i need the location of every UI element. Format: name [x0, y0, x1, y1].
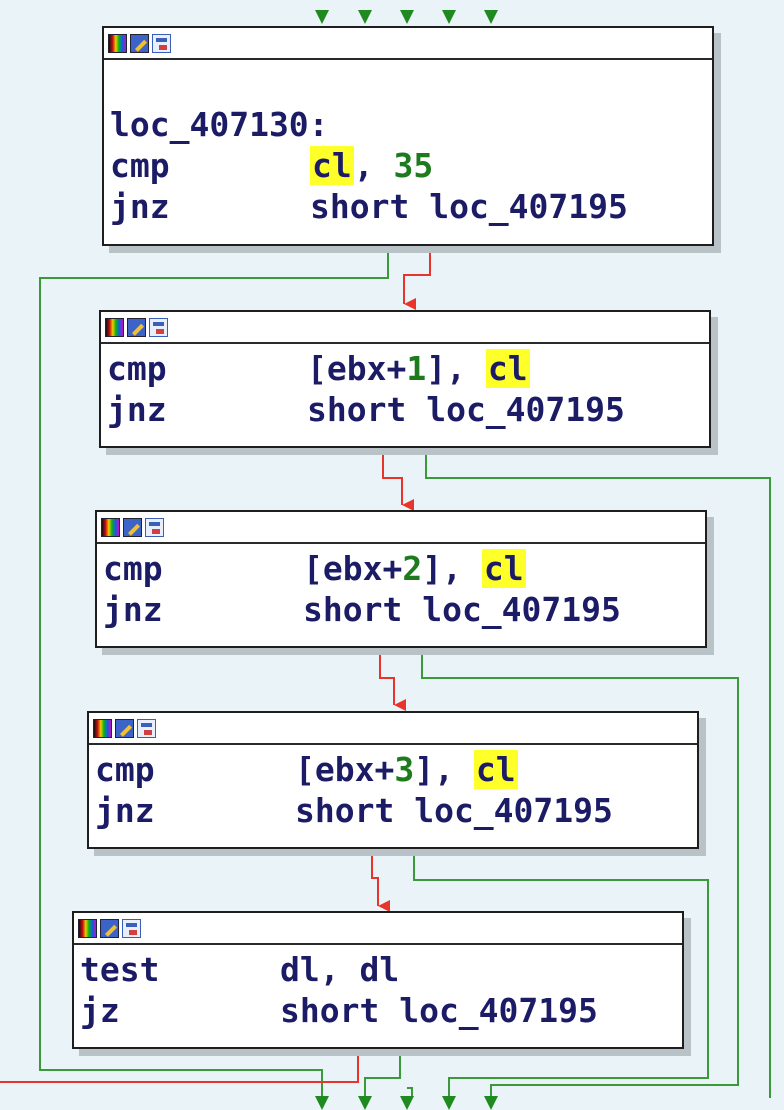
instruction-line[interactable]: jnz short loc_407195: [103, 589, 705, 630]
highlighted-register: cl: [481, 549, 526, 588]
mnemonic: jnz: [103, 590, 163, 629]
mnemonic: cmp: [95, 750, 155, 789]
operands: [ebx+3], cl: [295, 750, 518, 789]
node-toolbar: [89, 713, 697, 745]
color-palette-icon[interactable]: [108, 33, 127, 53]
edit-icon[interactable]: [100, 918, 119, 938]
node-toolbar: [104, 28, 712, 60]
color-palette-icon[interactable]: [93, 718, 112, 738]
immediate-value: 3: [394, 750, 415, 789]
operands[interactable]: short loc_407195: [295, 791, 613, 830]
edge-false-6: [407, 1087, 413, 1098]
edge-true-1: [403, 246, 431, 310]
edge-false-2: [425, 447, 771, 1098]
mnemonic: test: [80, 950, 160, 989]
edge-true-out: [0, 1048, 359, 1083]
mnemonic: cmp: [107, 349, 167, 388]
operands[interactable]: short loc_407195: [310, 187, 628, 226]
edit-icon[interactable]: [115, 718, 134, 738]
edge-true-3: [379, 648, 406, 711]
code-block-2[interactable]: cmp [ebx+1], cl jnz short loc_407195: [99, 310, 711, 448]
color-palette-icon[interactable]: [78, 918, 97, 938]
mnemonic: jnz: [107, 390, 167, 429]
incoming-arrows: [315, 10, 498, 24]
highlighted-register: cl: [485, 349, 530, 388]
operands[interactable]: short loc_407195: [280, 991, 598, 1030]
color-palette-icon[interactable]: [101, 517, 120, 537]
edge-false-4: [413, 848, 709, 1098]
edge-true-2: [382, 447, 414, 511]
code-block-loc-407130[interactable]: loc_407130: cmp cl, 35 jnz short loc_407…: [102, 26, 714, 246]
graph-icon[interactable]: [122, 918, 141, 938]
instruction-line[interactable]: jnz short loc_407195: [107, 389, 709, 430]
instruction-line[interactable]: test dl, dl: [80, 949, 682, 990]
node-toolbar: [74, 913, 682, 945]
operands[interactable]: dl, dl: [280, 950, 400, 989]
operands: [ebx+2], cl: [303, 549, 526, 588]
mnemonic: cmp: [103, 549, 163, 588]
edge-false-5: [364, 1048, 401, 1098]
outgoing-arrows: [315, 1096, 498, 1110]
node-toolbar: [101, 312, 709, 344]
immediate-value: 35: [393, 146, 434, 185]
instruction-line[interactable]: cmp [ebx+2], cl: [103, 548, 705, 589]
edge-false-1: [39, 246, 389, 1098]
edge-false-3: [421, 648, 739, 1098]
graph-icon[interactable]: [137, 718, 156, 738]
highlighted-register: cl: [473, 750, 518, 789]
instruction-line[interactable]: cmp [ebx+1], cl: [107, 348, 709, 389]
instruction-line[interactable]: jnz short loc_407195: [110, 186, 712, 227]
code-block-5[interactable]: test dl, dl jz short loc_407195: [72, 911, 684, 1049]
instruction-line[interactable]: jz short loc_407195: [80, 990, 682, 1031]
immediate-value: 1: [406, 349, 427, 388]
graph-icon[interactable]: [145, 517, 164, 537]
instruction-line[interactable]: cmp [ebx+3], cl: [95, 749, 697, 790]
instruction-line[interactable]: cmp cl, 35: [110, 145, 712, 186]
mnemonic: jz: [80, 991, 120, 1030]
code-block-4[interactable]: cmp [ebx+3], cl jnz short loc_407195: [87, 711, 699, 849]
mnemonic: jnz: [110, 187, 170, 226]
graph-icon[interactable]: [149, 317, 168, 337]
operands: [ebx+1], cl: [307, 349, 530, 388]
block-label[interactable]: loc_407130:: [110, 105, 329, 144]
highlighted-register: cl: [310, 146, 354, 185]
edge-true-4: [371, 848, 390, 912]
instruction-line[interactable]: jnz short loc_407195: [95, 790, 697, 831]
graph-icon[interactable]: [152, 33, 171, 53]
code-block-3[interactable]: cmp [ebx+2], cl jnz short loc_407195: [95, 510, 707, 648]
node-toolbar: [97, 512, 705, 544]
immediate-value: 2: [402, 549, 423, 588]
edit-icon[interactable]: [130, 33, 149, 53]
mnemonic: cmp: [110, 146, 170, 185]
operands[interactable]: short loc_407195: [303, 590, 621, 629]
color-palette-icon[interactable]: [105, 317, 124, 337]
mnemonic: jnz: [95, 791, 155, 830]
operands[interactable]: short loc_407195: [307, 390, 625, 429]
operands: cl, 35: [310, 146, 434, 185]
edit-icon[interactable]: [127, 317, 146, 337]
edit-icon[interactable]: [123, 517, 142, 537]
